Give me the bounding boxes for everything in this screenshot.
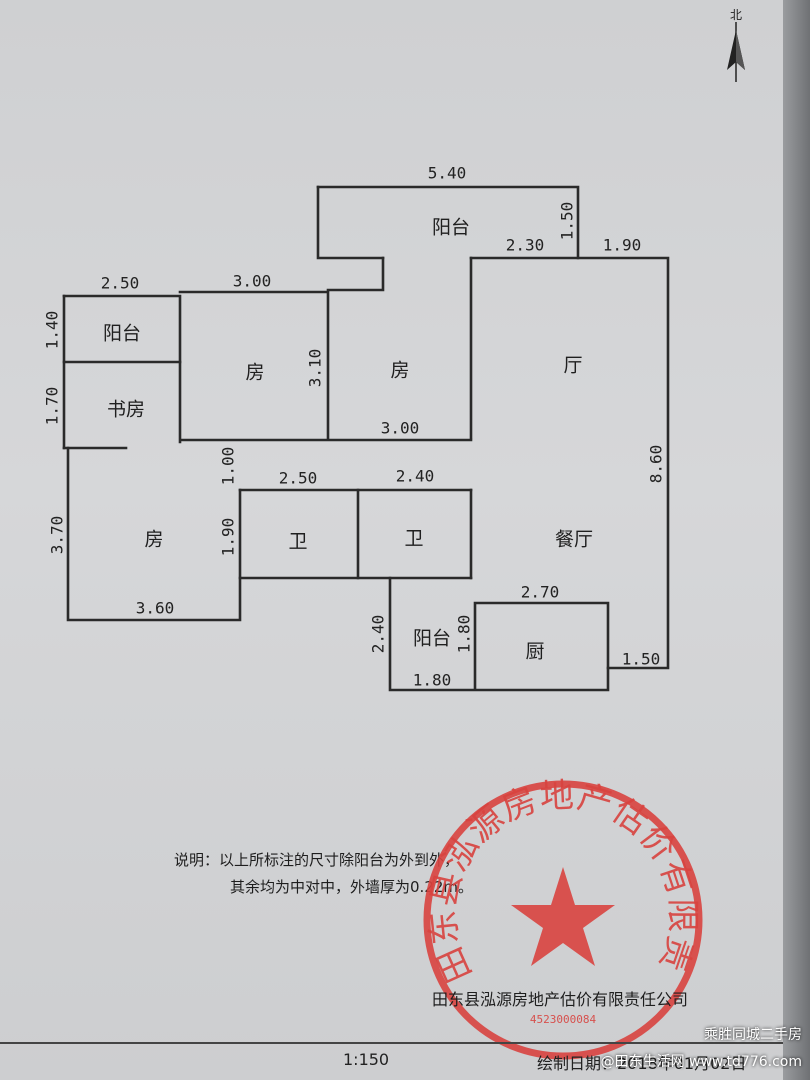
company-seal-stamp: 田东县泓源房地产估价有限责任公司 4523000084 [418, 775, 703, 1060]
dim-bedroom1-depth: 3.10 [305, 348, 325, 388]
room-kitchen: 厨 [525, 640, 545, 663]
dim-corridor: 1.00 [218, 446, 238, 486]
dim-left-balcony-depth: 1.40 [42, 310, 62, 350]
room-bedroom-2: 房 [390, 359, 410, 382]
wall-living-outer [469, 256, 670, 670]
dim-study-depth: 1.70 [42, 386, 62, 426]
wall-step [326, 256, 385, 292]
room-study: 书房 [106, 398, 146, 421]
dim-bedroom3-width: 3.60 [135, 598, 175, 618]
wall-bedroom3 [66, 446, 242, 622]
dim-living-top-left: 2.30 [505, 235, 545, 255]
dim-kitchen-width: 2.70 [520, 582, 560, 602]
scale-label: 1:150 [343, 1050, 390, 1069]
dim-bedroom1-width: 3.00 [232, 271, 272, 291]
dim-balcony-top-depth: 1.50 [557, 201, 577, 241]
dim-bedroom3-depth: 3.70 [47, 515, 67, 555]
room-bedroom-3: 房 [144, 528, 164, 551]
room-dining: 餐厅 [554, 528, 594, 551]
wall-balcony-top-left [316, 185, 385, 260]
dim-balcony-bottom-depth-right: 1.80 [454, 614, 474, 654]
wall-kitchen-balcony [388, 576, 610, 692]
dim-bath2-width: 2.40 [395, 466, 435, 486]
dim-bath-depth: 1.90 [218, 517, 238, 557]
dim-bath1-width: 2.50 [278, 468, 318, 488]
dim-balcony-bottom-depth-left: 2.40 [368, 614, 388, 654]
wall-bath-bottom [238, 488, 473, 580]
room-bedroom-1: 房 [245, 361, 265, 384]
dim-left-balcony-width: 2.50 [100, 273, 140, 293]
room-balcony-top: 阳台 [431, 216, 471, 239]
drawn-date-label: 绘制日期：2018年01月02日 [537, 1054, 747, 1073]
room-bath-1: 卫 [288, 530, 308, 553]
wall-balcony-top [316, 185, 580, 260]
dim-kitchen-right: 1.50 [621, 649, 661, 669]
bottom-rule [0, 1042, 783, 1044]
room-balcony-bottom: 阳台 [412, 627, 452, 650]
note-line-1: 说明：以上所标注的尺寸除阳台为外到外， [174, 851, 460, 869]
wall-left-top [62, 294, 182, 444]
watermark-bottom: @田东生活网 www.td776.com [600, 1054, 802, 1070]
dim-bedroom2-width: 3.00 [380, 418, 420, 438]
dim-balcony-bottom-width: 1.80 [412, 670, 452, 690]
watermark-top: 乘胜同城二手房 [704, 1027, 802, 1043]
north-arrow-icon: 北 [727, 8, 745, 82]
room-balcony-left: 阳台 [102, 322, 142, 345]
note-line-2: 其余均为中对中，外墙厚为0.22m。 [230, 878, 474, 896]
wall-bedroom1-top [178, 290, 330, 440]
company-name: 田东县泓源房地产估价有限责任公司 [432, 990, 689, 1009]
paper-edge [783, 0, 810, 1080]
room-living: 厅 [563, 354, 583, 377]
dim-living-top-right: 1.90 [602, 235, 642, 255]
room-bath-2: 卫 [404, 527, 424, 550]
north-label: 北 [730, 8, 742, 22]
dim-balcony-top-width: 5.40 [427, 163, 467, 183]
dim-living-depth: 8.60 [646, 444, 666, 484]
svg-text:4523000084: 4523000084 [530, 1013, 597, 1026]
